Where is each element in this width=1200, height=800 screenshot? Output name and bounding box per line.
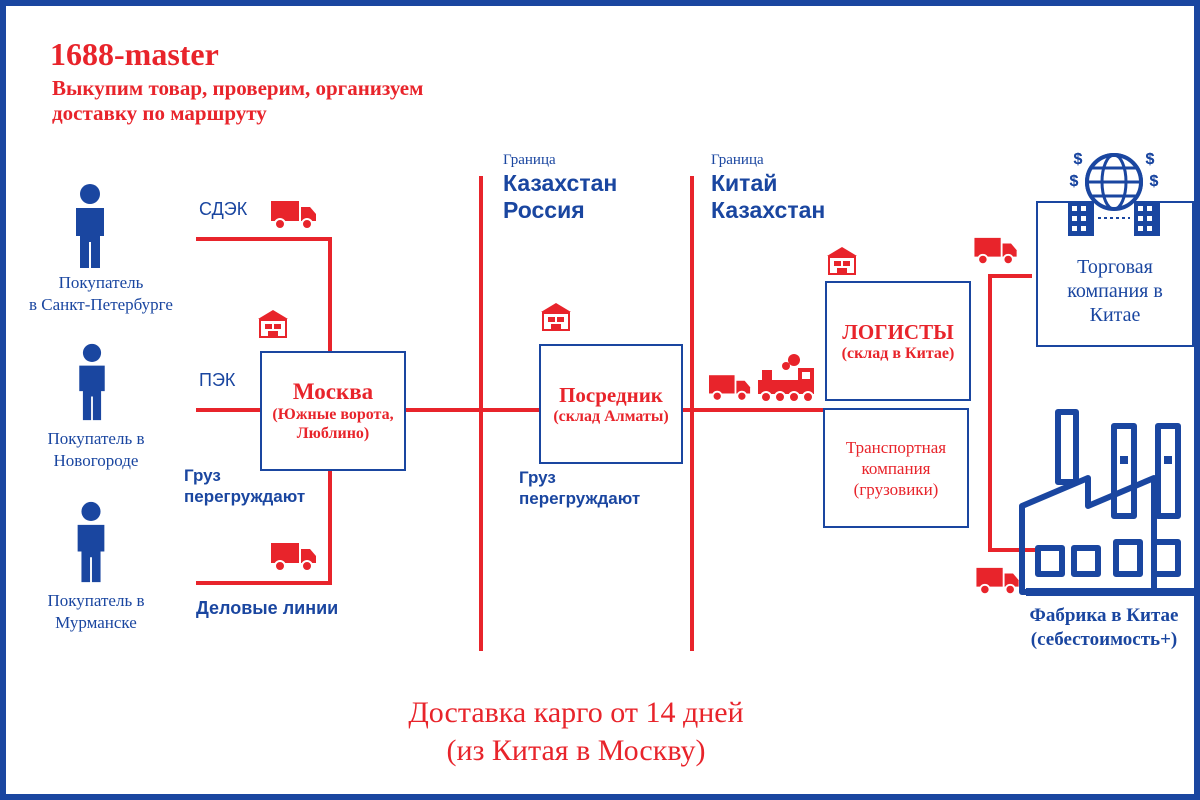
reload-note-1: Груз перегруждают xyxy=(184,465,305,507)
warehouse-icon xyxy=(827,247,857,275)
factory-line2: (себестоимость+) xyxy=(1030,629,1178,650)
moscow-node: Москва (Южные ворота, Люблино) xyxy=(260,351,406,471)
route-line-cdek xyxy=(196,237,332,241)
truck-icon xyxy=(976,567,1019,596)
footer-note: Доставка карго от 14 дней (из Китая в Мо… xyxy=(306,694,846,770)
route-line-trading xyxy=(988,274,1032,278)
route-line-delovye xyxy=(196,581,332,585)
buyer-novgorod-line1: Покупатель в xyxy=(47,429,145,448)
reload-note-2-line2: перегруждают xyxy=(519,489,641,508)
route-line-pek xyxy=(196,408,262,412)
trading-line3: Китае xyxy=(1089,304,1141,326)
trading-company-node: Торговая компания в Китае xyxy=(1036,201,1194,347)
border-1-caption: Граница xyxy=(503,152,556,168)
train-icon xyxy=(758,354,814,403)
border-1-country-2: Россия xyxy=(503,197,585,223)
svg-text:$: $ xyxy=(1070,173,1079,190)
border-2-country-2: Казахстан xyxy=(711,197,826,223)
buyer-spb-line1: Покупатель xyxy=(58,273,144,292)
transport-line1: Транспортная xyxy=(845,437,947,457)
border-line-cn-kz xyxy=(690,176,694,651)
trading-line2: компания в xyxy=(1067,280,1163,302)
intermediary-subtitle: (склад Алматы) xyxy=(553,407,669,425)
brand-title: 1688-master xyxy=(50,36,219,72)
reload-note-1-line1: Груз xyxy=(184,466,221,485)
buyer-spb-line2: в Санкт-Петербурге xyxy=(29,295,173,314)
svg-text:$: $ xyxy=(1150,173,1159,190)
reload-note-1-line2: перегруждают xyxy=(184,487,306,506)
logistics-title: ЛОГИСТЫ xyxy=(842,319,954,344)
buyer-novgorod-label: Покупатель в Новогороде xyxy=(26,428,166,472)
svg-text:$: $ xyxy=(1150,173,1159,190)
buyer-murmansk-label: Покупатель в Мурманске xyxy=(26,590,166,634)
buyer-spb-label: Покупатель в Санкт-Петербурге xyxy=(26,272,176,316)
person-icon xyxy=(76,184,104,268)
reload-note-2-line1: Груз xyxy=(519,468,556,487)
border-line-kz-ru xyxy=(479,176,483,651)
factory-line1: Фабрика в Китае xyxy=(1029,605,1179,626)
footer-line1: Доставка карго от 14 дней xyxy=(408,696,744,729)
buyer-murmansk-line2: Мурманске xyxy=(55,613,137,632)
moscow-line2: Люблино) xyxy=(296,425,370,442)
trading-line1: Торговая xyxy=(1077,256,1153,278)
border-2-caption: Граница xyxy=(711,152,764,168)
buyer-murmansk-line1: Покупатель в xyxy=(47,591,145,610)
carrier-cdek-label: СДЭК xyxy=(199,199,248,219)
transport-company-node: Транспортная компания (грузовики) xyxy=(823,408,969,528)
border-2-countries: Китай Казахстан xyxy=(711,170,825,224)
buyer-novgorod-line2: Новогороде xyxy=(53,451,139,470)
factory-label: Фабрика в Китае (себестоимость+) xyxy=(1014,604,1194,652)
truck-icon xyxy=(271,201,316,230)
route-line-vertical-right xyxy=(988,274,992,552)
svg-text:$: $ xyxy=(1146,151,1155,168)
svg-text:$: $ xyxy=(1146,151,1155,168)
border-1-countries: Казахстан Россия xyxy=(503,170,617,224)
route-line-factory xyxy=(988,548,1036,552)
route-line-main-2 xyxy=(682,408,826,412)
truck-icon xyxy=(709,375,751,402)
person-icon xyxy=(79,343,105,421)
global-trade-icon-overlay: $ $ $ $ xyxy=(1068,151,1160,236)
svg-text:$: $ xyxy=(1070,173,1079,190)
person-icon xyxy=(77,501,105,583)
warehouse-icon xyxy=(258,310,288,338)
truck-icon xyxy=(974,237,1017,266)
transport-line2: компания xyxy=(861,458,931,478)
brand-subtitle-line2: доставку по маршруту xyxy=(52,101,267,125)
carrier-delovye-label: Деловые линии xyxy=(196,598,339,618)
intermediary-node: Посредник (склад Алматы) xyxy=(539,344,683,464)
footer-line2: (из Китая в Москву) xyxy=(446,734,706,767)
border-1-country-1: Казахстан xyxy=(503,170,618,196)
reload-note-2: Груз перегруждают xyxy=(519,467,640,509)
transport-line3: (грузовики) xyxy=(853,479,939,499)
intermediary-title: Посредник xyxy=(559,382,663,407)
moscow-line1: (Южные ворота, xyxy=(272,406,394,423)
svg-text:$: $ xyxy=(1074,151,1083,168)
border-2-country-1: Китай xyxy=(711,170,778,196)
logistics-node: ЛОГИСТЫ (склад в Китае) xyxy=(825,281,971,401)
factory-icon xyxy=(1019,409,1194,596)
carrier-pek-label: ПЭК xyxy=(199,370,236,390)
logistics-subtitle: (склад в Китае) xyxy=(841,344,955,362)
svg-text:$: $ xyxy=(1074,151,1083,168)
warehouse-icon xyxy=(541,303,571,331)
brand-subtitle: Выкупим товар, проверим, организуем дост… xyxy=(52,76,423,126)
brand-subtitle-line1: Выкупим товар, проверим, организуем xyxy=(52,76,424,100)
moscow-title: Москва xyxy=(292,379,374,404)
route-line-main-1 xyxy=(404,408,540,412)
truck-icon xyxy=(271,543,316,572)
